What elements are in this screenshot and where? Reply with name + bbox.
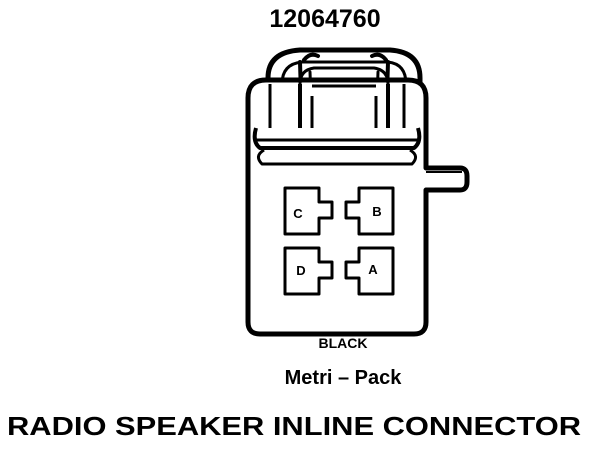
diagram-caption: RADIO SPEAKER INLINE CONNECTOR (7, 411, 581, 441)
terminal-d-cavity (283, 246, 334, 296)
color-label: BLACK (319, 335, 368, 351)
series-label: Metri – Pack (285, 367, 403, 389)
connector-housing (245, 66, 470, 337)
terminal-c-cavity (283, 186, 334, 236)
terminal-b-cavity (344, 186, 395, 236)
terminal-a-label: A (368, 262, 378, 277)
terminal-d-label: D (296, 263, 305, 278)
terminal-b-label: B (372, 204, 381, 219)
terminal-cavities (283, 186, 395, 296)
terminal-a-cavity (344, 246, 395, 296)
part-number: 12064760 (269, 5, 380, 33)
terminal-c-label: C (293, 206, 303, 221)
